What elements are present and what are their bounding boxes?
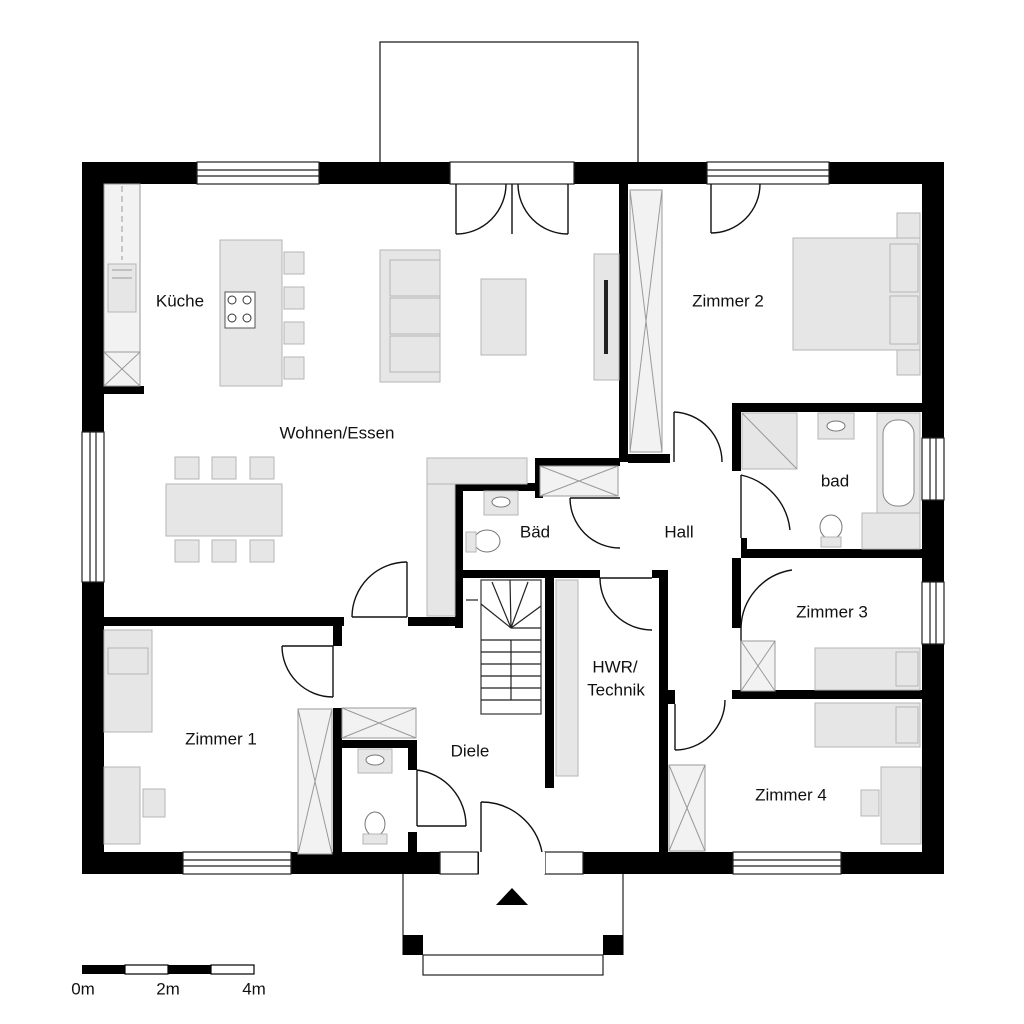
room-labels: Küche Wohnen/Essen Zimmer 2 bad Bäd Hall… [156,291,868,804]
entrance-arrow-icon [496,888,528,905]
label-bad: bad [821,471,849,490]
furniture [103,183,922,855]
scale-label-2m: 2m [156,979,180,998]
label-technik: Technik [587,680,645,699]
terrace-top [379,41,639,167]
label-kueche: Küche [156,291,204,310]
label-zimmer-4: Zimmer 4 [755,785,827,804]
label-baed: Bäd [520,522,550,541]
label-hwr: HWR/ [592,657,638,676]
label-hall: Hall [664,522,693,541]
scale-label-0m: 0m [71,979,95,998]
entrance-porch [402,874,624,976]
scale-bar: 0m 2m 4m [71,964,266,998]
windows [81,161,945,875]
label-wohnen-essen: Wohnen/Essen [280,423,395,442]
interior-walls [104,184,922,854]
label-zimmer-1: Zimmer 1 [185,729,257,748]
label-zimmer-2: Zimmer 2 [692,291,764,310]
label-diele: Diele [451,741,490,760]
label-zimmer-3: Zimmer 3 [796,602,868,621]
scale-label-4m: 4m [242,979,266,998]
